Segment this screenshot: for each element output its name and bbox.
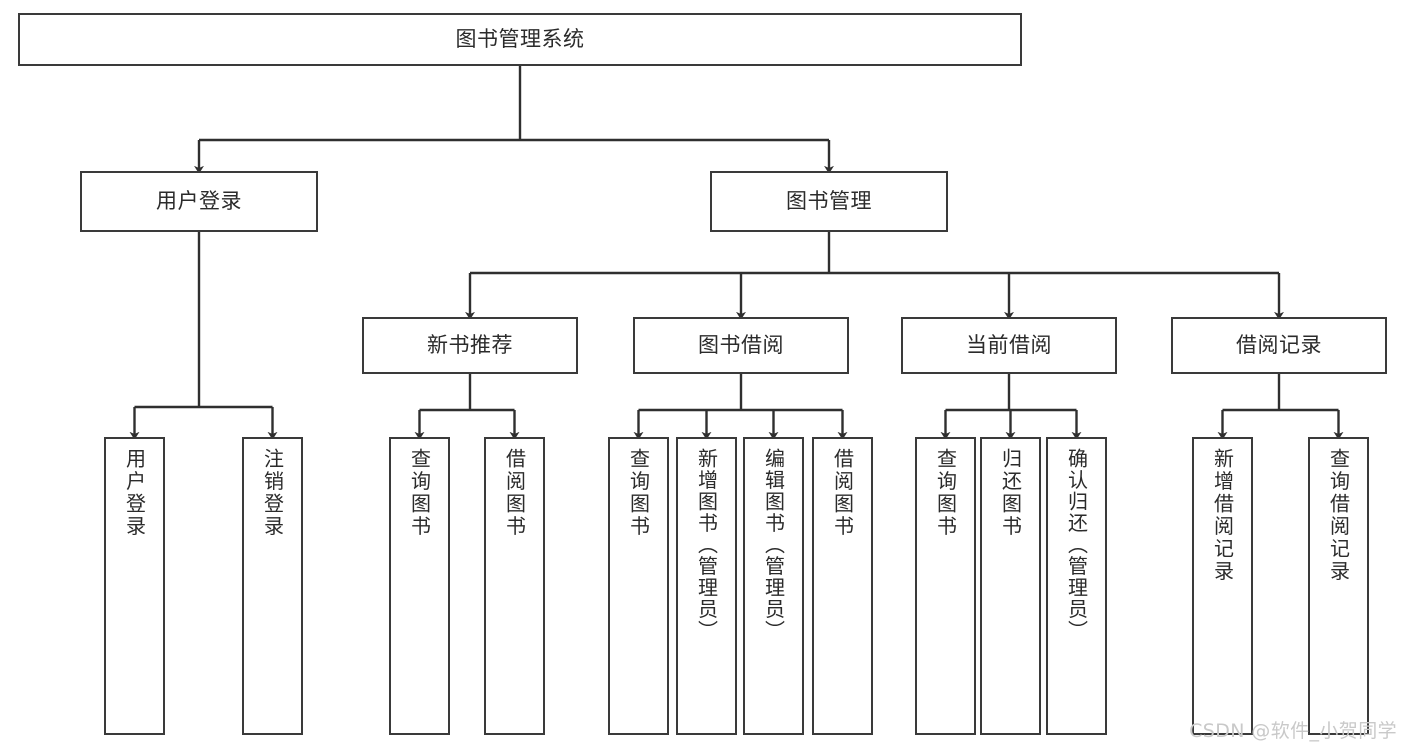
node-label: 用户登录: [122, 448, 147, 538]
node-borrow-record[interactable]: 借阅记录: [1171, 317, 1387, 374]
node-leaf-borrow-book-1[interactable]: 借阅图书: [484, 437, 545, 735]
node-label: 查询图书: [407, 448, 432, 538]
node-leaf-add-record[interactable]: 新增借阅记录: [1192, 437, 1253, 735]
node-leaf-confirm-return[interactable]: 确认归还（管理员）: [1046, 437, 1107, 735]
node-label: 注销登录: [260, 448, 285, 538]
node-leaf-edit-book[interactable]: 编辑图书（管理员）: [743, 437, 804, 735]
node-book-manage[interactable]: 图书管理: [710, 171, 948, 232]
node-label: 新书推荐: [427, 332, 513, 357]
watermark-text: CSDN @软件_小贺同学: [1189, 720, 1397, 742]
node-label: 当前借阅: [966, 332, 1052, 357]
node-label: 查询图书: [626, 448, 651, 538]
node-root[interactable]: 图书管理系统: [18, 13, 1022, 66]
node-label: 用户登录: [156, 188, 242, 213]
node-leaf-user-logout[interactable]: 注销登录: [242, 437, 303, 735]
node-label: 图书管理系统: [455, 26, 585, 51]
node-leaf-add-book[interactable]: 新增图书（管理员）: [676, 437, 737, 735]
node-leaf-query-record[interactable]: 查询借阅记录: [1308, 437, 1369, 735]
node-book-borrow[interactable]: 图书借阅: [633, 317, 849, 374]
node-label: 新增借阅记录: [1210, 448, 1235, 583]
node-leaf-borrow-book-2[interactable]: 借阅图书: [812, 437, 873, 735]
node-label: 确认归还（管理员）: [1064, 448, 1089, 642]
node-label: 查询图书: [933, 448, 958, 538]
node-label: 图书借阅: [698, 332, 784, 357]
node-new-book-recommend[interactable]: 新书推荐: [362, 317, 578, 374]
node-leaf-return-book[interactable]: 归还图书: [980, 437, 1041, 735]
node-leaf-query-book-1[interactable]: 查询图书: [389, 437, 450, 735]
node-label: 借阅记录: [1236, 332, 1322, 357]
node-label: 新增图书（管理员）: [694, 448, 719, 642]
node-label: 编辑图书（管理员）: [761, 448, 786, 642]
node-label: 借阅图书: [830, 448, 855, 538]
node-label: 查询借阅记录: [1326, 448, 1351, 583]
node-leaf-query-book-2[interactable]: 查询图书: [608, 437, 669, 735]
node-leaf-query-book-3[interactable]: 查询图书: [915, 437, 976, 735]
node-label: 图书管理: [786, 188, 872, 213]
node-leaf-user-login[interactable]: 用户登录: [104, 437, 165, 735]
node-label: 归还图书: [998, 448, 1023, 538]
node-user-login[interactable]: 用户登录: [80, 171, 318, 232]
node-current-borrow[interactable]: 当前借阅: [901, 317, 1117, 374]
node-label: 借阅图书: [502, 448, 527, 538]
